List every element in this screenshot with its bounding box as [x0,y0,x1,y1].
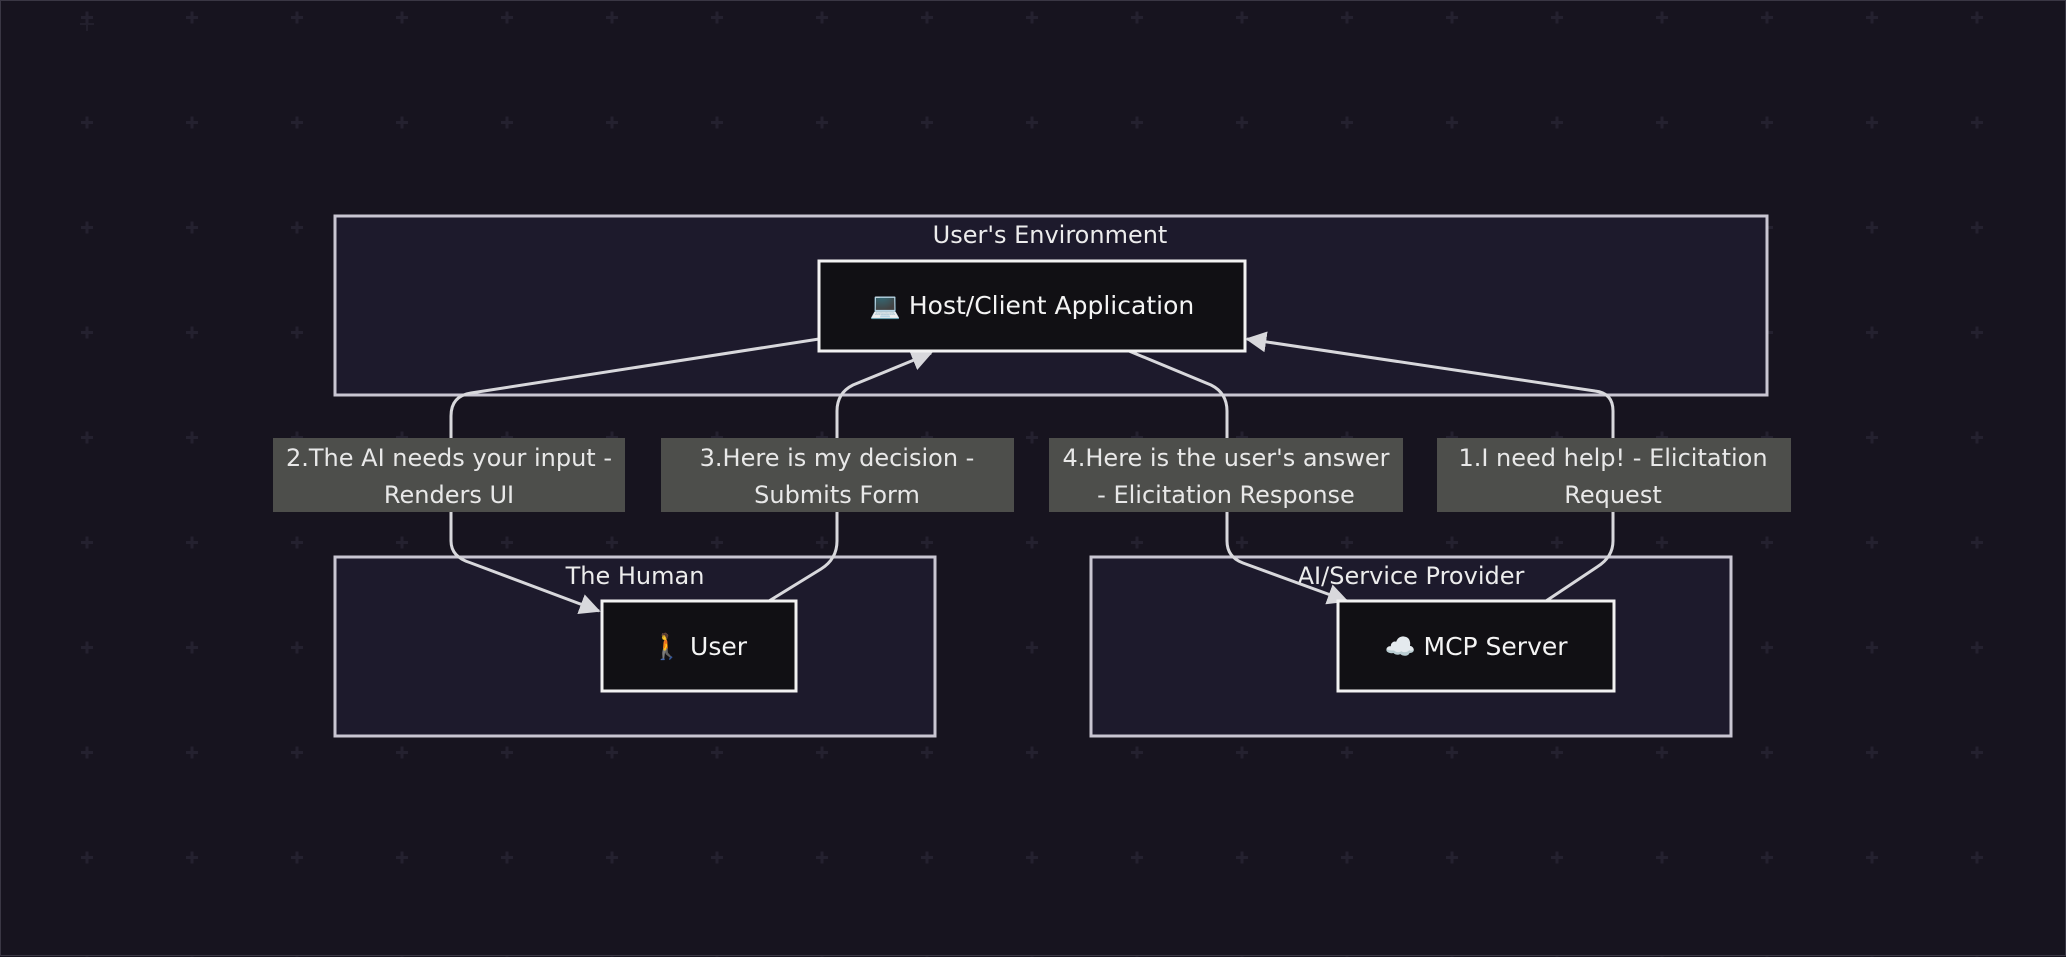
svg-text:Request: Request [1564,481,1662,509]
svg-text:4.Here is the user's answer: 4.Here is the user's answer [1062,444,1389,472]
svg-text:- Elicitation Response: - Elicitation Response [1097,481,1355,509]
svg-text:Renders UI: Renders UI [384,481,514,509]
node-host-client-application[interactable]: 💻 Host/Client Application [817,259,1247,353]
edge-label-1: 1.I need help! - Elicitation Request [1437,438,1791,512]
cluster-title-environment: User's Environment [933,221,1168,249]
edge-label-4: 4.Here is the user's answer - Elicitatio… [1049,438,1403,512]
cluster-title-provider: AI/Service Provider [1298,562,1525,590]
svg-text:Submits Form: Submits Form [754,481,920,509]
edge-label-3: 3.Here is my decision - Submits Form [661,438,1014,512]
svg-text:2.The AI needs your input -: 2.The AI needs your input - [286,444,612,472]
cluster-title-human: The Human [565,562,705,590]
node-label-mcp: ☁️ MCP Server [1384,632,1568,661]
svg-text:3.Here is my decision -: 3.Here is my decision - [700,444,975,472]
node-user[interactable]: 🚶 User [600,599,798,693]
edge-label-2: 2.The AI needs your input - Renders UI [273,438,625,512]
node-mcp-server[interactable]: ☁️ MCP Server [1336,599,1616,693]
node-label-user: 🚶 User [651,632,748,661]
node-label-host: 💻 Host/Client Application [870,291,1194,320]
svg-text:1.I need help! - Elicitation: 1.I need help! - Elicitation [1458,444,1767,472]
